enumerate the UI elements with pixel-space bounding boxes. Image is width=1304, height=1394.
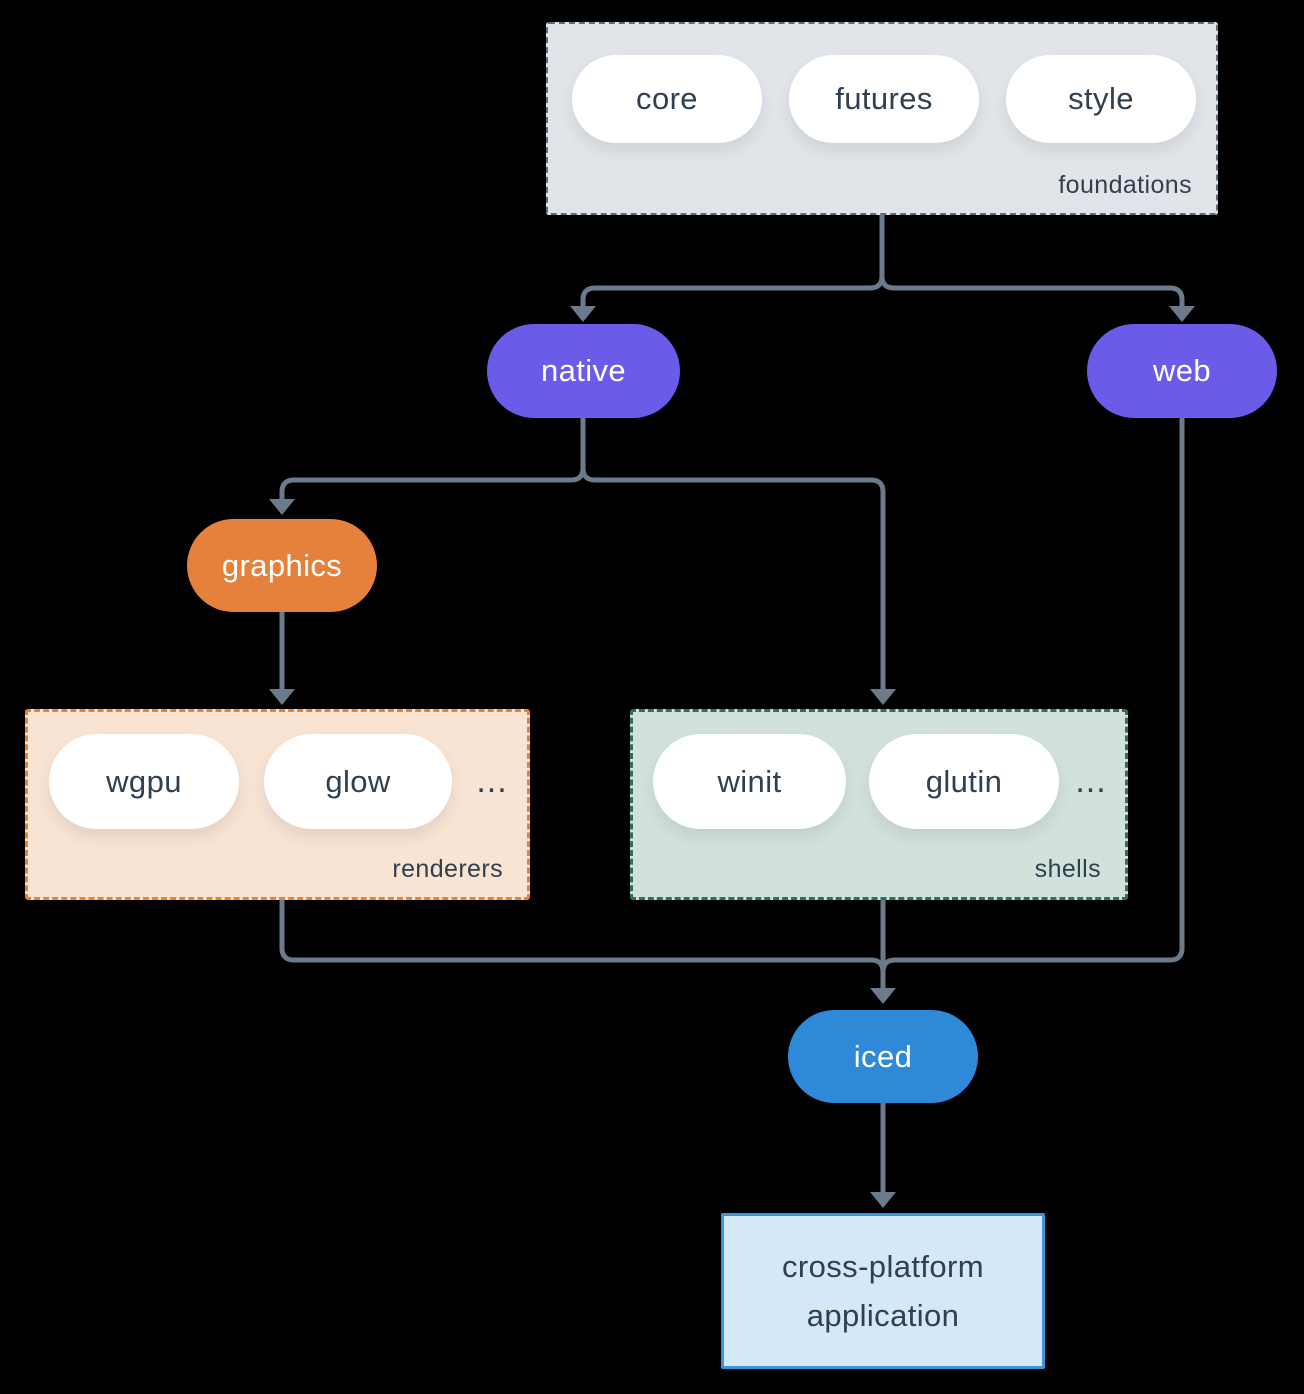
pill-wgpu-label: wgpu — [106, 763, 182, 799]
renderers-ellipsis: ... — [476, 762, 508, 800]
edge-native-graphics — [279, 418, 586, 499]
pill-wgpu: wgpu — [49, 734, 239, 829]
group-renderers: wgpu glow ... renderers — [25, 709, 530, 900]
node-application: cross-platform application — [721, 1213, 1045, 1369]
arrowhead-application — [870, 1192, 896, 1208]
node-native: native — [487, 324, 680, 418]
arrowhead-graphics — [269, 499, 295, 515]
pill-futures: futures — [789, 55, 979, 143]
arrowhead-iced — [870, 988, 896, 1004]
group-shells: winit glutin ... shells — [630, 709, 1128, 900]
node-iced: iced — [788, 1010, 978, 1103]
node-graphics-label: graphics — [221, 547, 343, 583]
pill-glutin-label: glutin — [925, 763, 1003, 799]
pill-winit-label: winit — [717, 763, 782, 799]
edge-native-shells — [580, 418, 886, 689]
pill-winit: winit — [653, 734, 846, 829]
arrowhead-shells — [870, 689, 896, 705]
group-foundations: core futures style foundations — [546, 22, 1218, 215]
node-application-label-line1: cross-platform — [782, 1249, 984, 1284]
arrowhead-web — [1169, 306, 1195, 322]
arrowhead-native — [570, 306, 596, 322]
edge-foundations-native — [580, 215, 885, 306]
pill-style-label: style — [1068, 81, 1134, 116]
pill-glow-label: glow — [325, 763, 391, 799]
node-web-label: web — [1152, 353, 1212, 388]
group-renderers-label: renderers — [392, 855, 503, 883]
pill-glutin: glutin — [869, 734, 1059, 829]
node-native-label: native — [540, 353, 627, 388]
shells-ellipsis: ... — [1075, 762, 1107, 800]
node-web: web — [1087, 324, 1277, 418]
pill-style: style — [1006, 55, 1196, 143]
edge-web-iced — [880, 418, 1185, 988]
node-graphics: graphics — [187, 519, 377, 612]
node-application-label-line2: application — [806, 1298, 960, 1333]
edge-renderers-iced — [279, 900, 886, 988]
arrowhead-renderers — [269, 689, 295, 705]
pill-glow: glow — [264, 734, 452, 829]
pill-futures-label: futures — [835, 81, 933, 116]
edge-foundations-web — [879, 215, 1185, 306]
pill-core: core — [572, 55, 762, 143]
group-shells-label: shells — [1034, 855, 1101, 883]
group-foundations-label: foundations — [1058, 171, 1192, 199]
pill-core-label: core — [636, 81, 698, 116]
node-iced-label: iced — [853, 1038, 913, 1074]
